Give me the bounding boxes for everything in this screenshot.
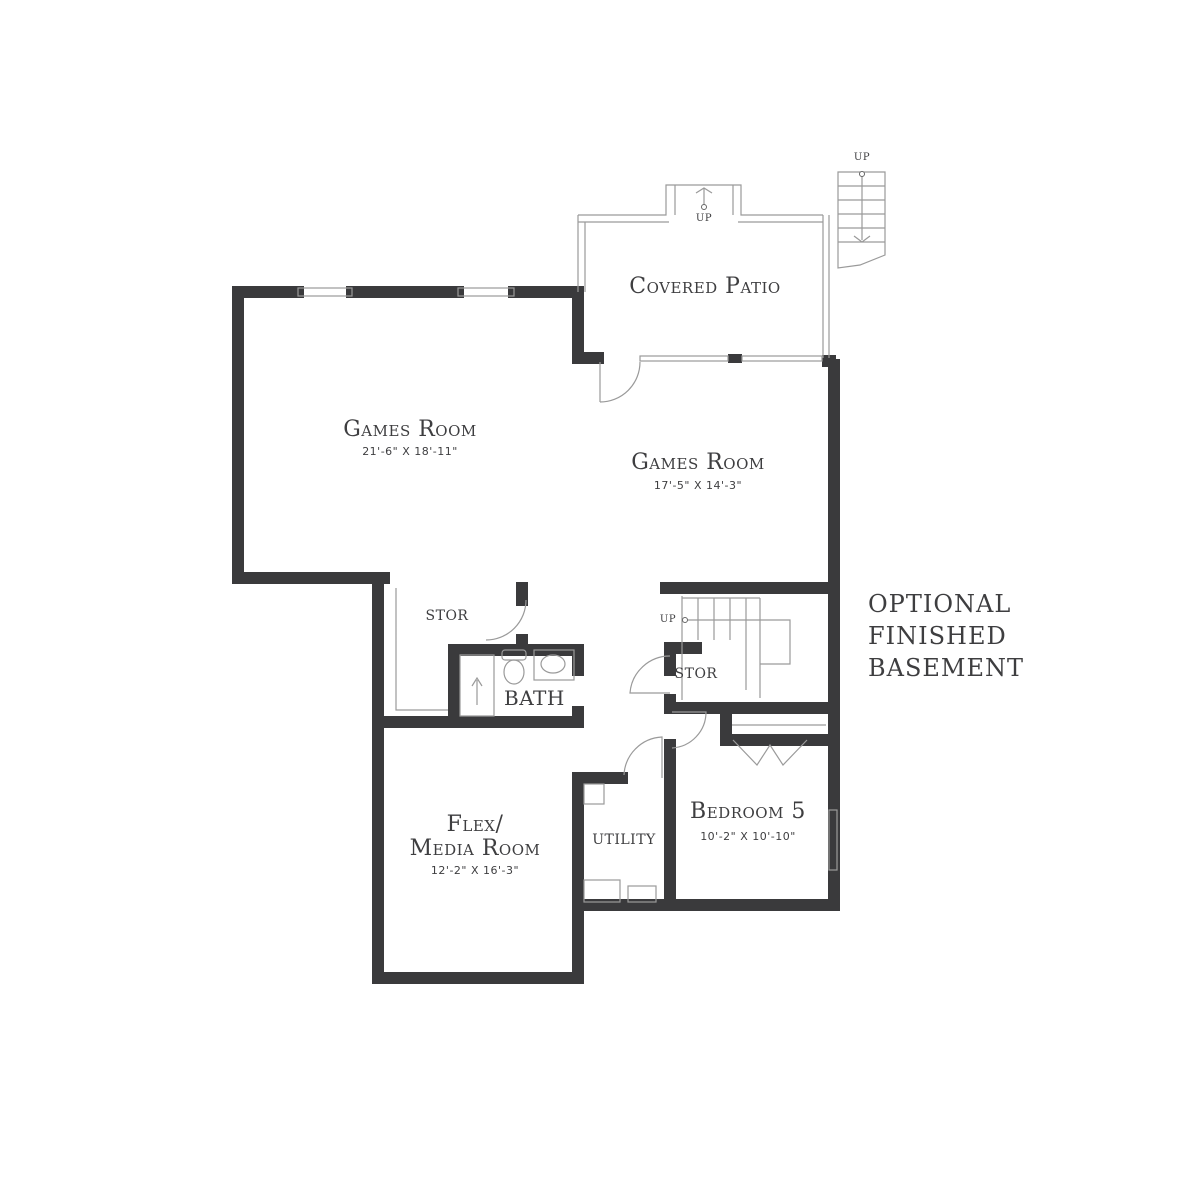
tub xyxy=(459,654,495,717)
interior-stair xyxy=(681,596,791,700)
interior-stair-up-label: UP xyxy=(659,614,677,625)
stair-markers xyxy=(682,171,865,623)
flex-label-line2: Media Room xyxy=(409,836,541,861)
utility-label: UTILITY xyxy=(592,832,656,848)
bedroom-5-label: Bedroom 5 xyxy=(690,799,806,824)
exterior-wall-left xyxy=(232,286,840,984)
utility-walls xyxy=(572,772,628,911)
exterior-stair xyxy=(837,171,886,269)
stor2-door xyxy=(629,655,671,694)
caption-line3: BASEMENT xyxy=(868,654,1025,682)
closet-doors xyxy=(732,724,826,766)
caption-line2: FINISHED xyxy=(868,622,1007,650)
stor1-inner xyxy=(395,588,527,711)
vanity xyxy=(533,649,575,681)
patio-door xyxy=(599,361,641,403)
flex-label-line1: Flex/ xyxy=(446,812,504,837)
bedroom-5-size: 10'-2" X 10'-10" xyxy=(700,830,796,843)
caption-line1: OPTIONAL xyxy=(868,590,1012,618)
flex-size: 12'-2" X 16'-3" xyxy=(430,864,520,877)
bedroom-window xyxy=(828,809,838,871)
stor2-walls xyxy=(664,642,840,746)
covered-patio-label: Covered Patio xyxy=(629,274,781,299)
thin-lines xyxy=(297,171,886,903)
games-room-1-size: 21'-6" X 18'-11" xyxy=(362,445,458,458)
bedroom-door xyxy=(671,711,707,749)
patio-left-wall xyxy=(572,286,604,364)
patio-steps xyxy=(674,185,734,215)
patio-stair-up-label: UP xyxy=(695,213,713,224)
walls xyxy=(232,286,840,984)
games-room-2-label: Games Room xyxy=(631,450,765,475)
bath-label: BATH xyxy=(504,686,565,710)
utility-door xyxy=(623,736,663,778)
games-room-1-label: Games Room xyxy=(343,417,477,442)
sink xyxy=(540,654,566,674)
exterior-stair-up-label: UP xyxy=(853,152,871,163)
toilet xyxy=(503,659,525,685)
patio-outline xyxy=(577,184,830,358)
games-room-2-size: 17'-5" X 14'-3" xyxy=(653,479,743,492)
stor-1-label: STOR xyxy=(425,608,469,624)
caption: OPTIONAL FINISHED BASEMENT xyxy=(868,588,1024,684)
stor-2-label: STOR xyxy=(674,666,718,682)
